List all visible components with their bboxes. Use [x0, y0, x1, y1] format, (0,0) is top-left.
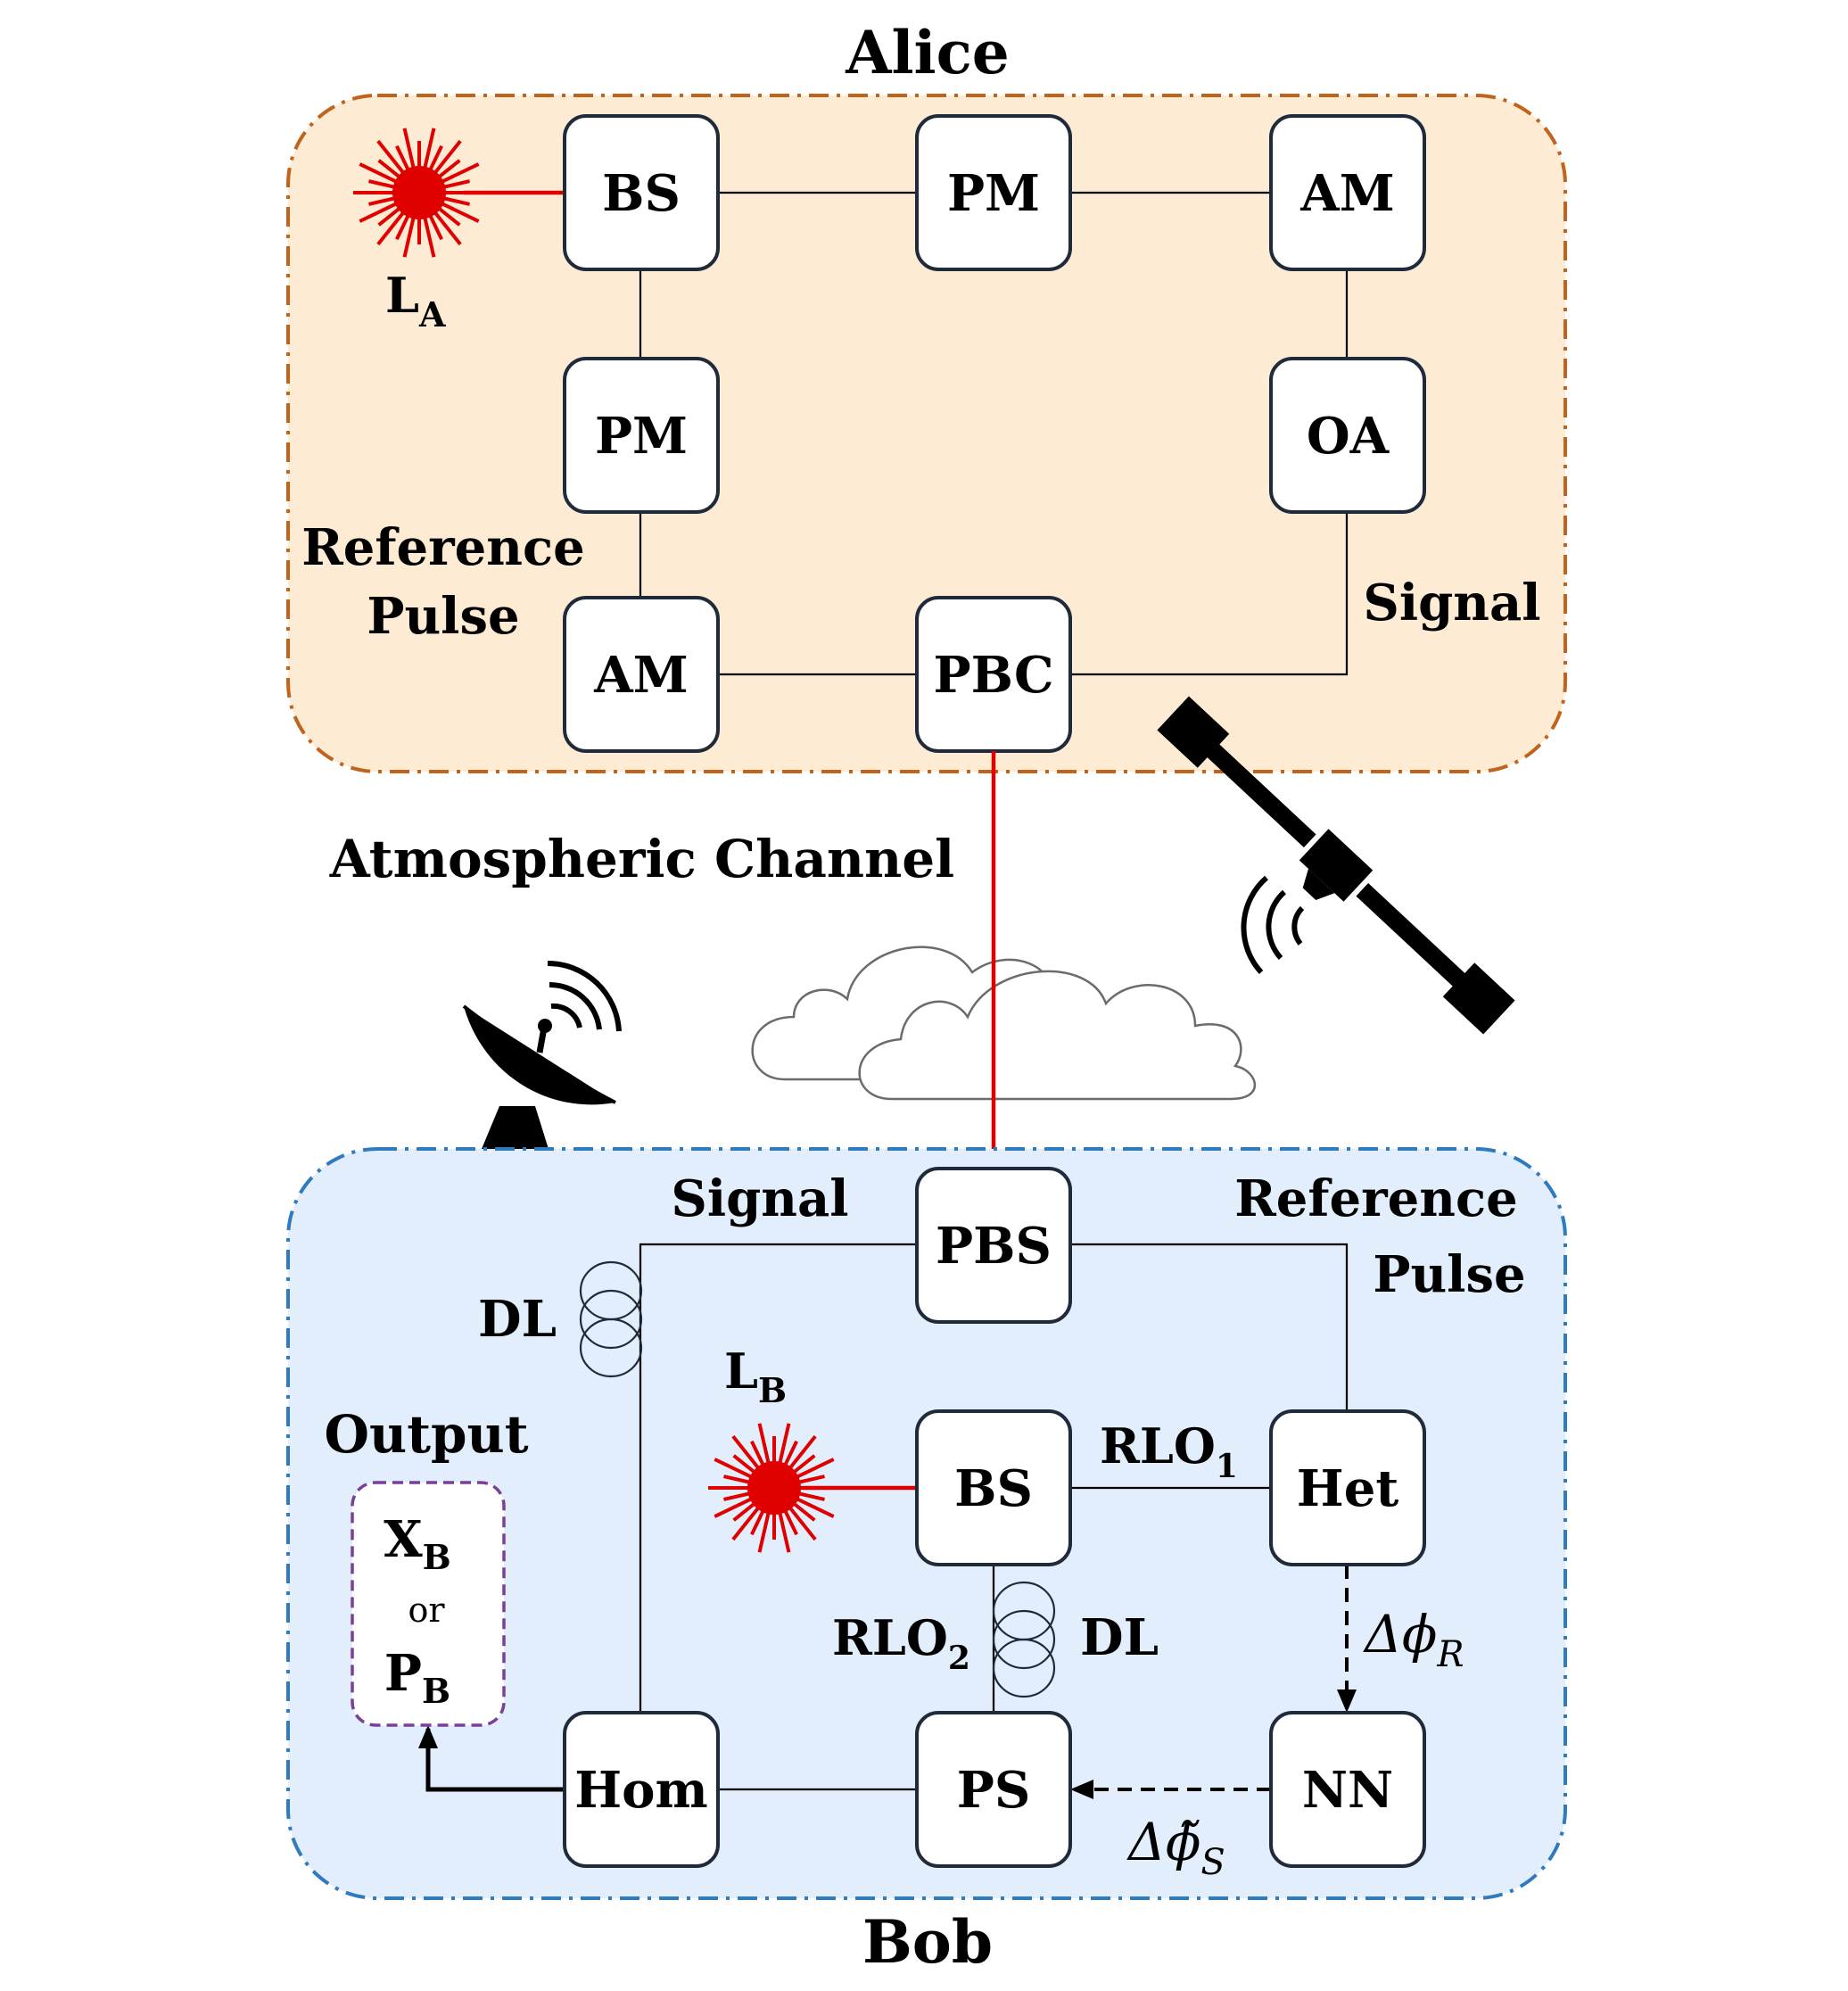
alice-pm-top-block: PM — [915, 114, 1072, 271]
arrow-hom-output — [418, 1725, 565, 1792]
alice-oa-block: OA — [1269, 357, 1426, 514]
bob-pulse-label: Pulse — [1373, 1245, 1525, 1304]
wire-pbs-reference — [1070, 1243, 1349, 1411]
svg-text:BS: BS — [602, 164, 681, 223]
bob-ps-block: PS — [915, 1711, 1072, 1868]
bob-signal-label: Signal — [671, 1169, 848, 1228]
phi-s-label: Δϕ̃S — [1126, 1812, 1225, 1883]
alice-bs-block: BS — [563, 114, 720, 271]
satellite-signal-waves — [1241, 875, 1305, 975]
svg-text:BS: BS — [954, 1459, 1033, 1518]
svg-text:PM: PM — [947, 164, 1040, 223]
laser-burst-icon — [353, 128, 485, 258]
bob-bs-block: BS — [915, 1409, 1072, 1566]
output-title: Output — [325, 1404, 529, 1465]
alice-pm-left-block: PM — [563, 357, 720, 514]
alice-am-top-block: AM — [1269, 114, 1426, 271]
svg-text:OA: OA — [1307, 407, 1390, 466]
fiber-coil-icon — [992, 1581, 1056, 1698]
alice-signal-label: Signal — [1363, 574, 1540, 632]
alice-pbc-block: PBC — [915, 596, 1072, 753]
svg-text:AM: AM — [593, 646, 688, 705]
satellite-dish-icon — [462, 960, 622, 1149]
svg-text:XB: XB — [384, 1510, 451, 1577]
channel-label: Atmospheric Channel — [329, 829, 954, 889]
satellite-icon — [1157, 696, 1515, 1035]
wire-oa-pbc — [1070, 510, 1349, 676]
svg-text:PBC: PBC — [933, 646, 1053, 705]
svg-text:AM: AM — [1299, 164, 1394, 223]
laser-burst-icon — [708, 1423, 840, 1553]
alice-am-bottom-block: AM — [563, 596, 720, 753]
alice-pulse-label: Pulse — [367, 587, 519, 646]
alice-title: Alice — [845, 18, 1010, 87]
bob-section: Bob LB PBS — [286, 1147, 1567, 1977]
bob-rlo1-label: RLO1 — [1100, 1417, 1238, 1485]
bob-het-block: Het — [1269, 1409, 1426, 1566]
bob-reference-label: Reference — [1234, 1169, 1517, 1228]
svg-text:NN: NN — [1302, 1761, 1393, 1820]
alice-section: Alice LA BS PM AM PM — [286, 18, 1567, 773]
bob-laser-label: LB — [724, 1342, 787, 1410]
alice-reference-label: Reference — [301, 518, 584, 577]
bob-hom-block: Hom — [563, 1711, 720, 1868]
svg-text:PB: PB — [384, 1644, 450, 1711]
svg-text:PM: PM — [595, 407, 688, 466]
fiber-coil-icon — [579, 1260, 643, 1378]
svg-text:Het: Het — [1297, 1459, 1399, 1518]
svg-text:PBS: PBS — [936, 1217, 1052, 1276]
wire-pbs-signal — [639, 1243, 917, 1713]
phi-r-label: ΔϕR — [1363, 1604, 1464, 1675]
output-box: XB or PB — [351, 1481, 506, 1727]
svg-text:PS: PS — [957, 1761, 1031, 1820]
svg-text:Hom: Hom — [574, 1761, 708, 1820]
alice-laser-label: LA — [385, 267, 446, 335]
bob-dl-left-label: DL — [478, 1290, 557, 1349]
output-x: X — [384, 1510, 423, 1569]
output-or: or — [408, 1590, 445, 1630]
bob-nn-block: NN — [1269, 1711, 1426, 1868]
bob-rlo2-label: RLO2 — [832, 1609, 970, 1677]
bob-title: Bob — [862, 1907, 993, 1977]
channel-section: Atmospheric Channel — [329, 696, 1515, 1169]
bob-pbs-block: PBS — [915, 1167, 1072, 1324]
cloud-icon — [751, 946, 1257, 1101]
output-p: P — [384, 1644, 422, 1703]
bob-dl-right-label: DL — [1080, 1608, 1159, 1667]
